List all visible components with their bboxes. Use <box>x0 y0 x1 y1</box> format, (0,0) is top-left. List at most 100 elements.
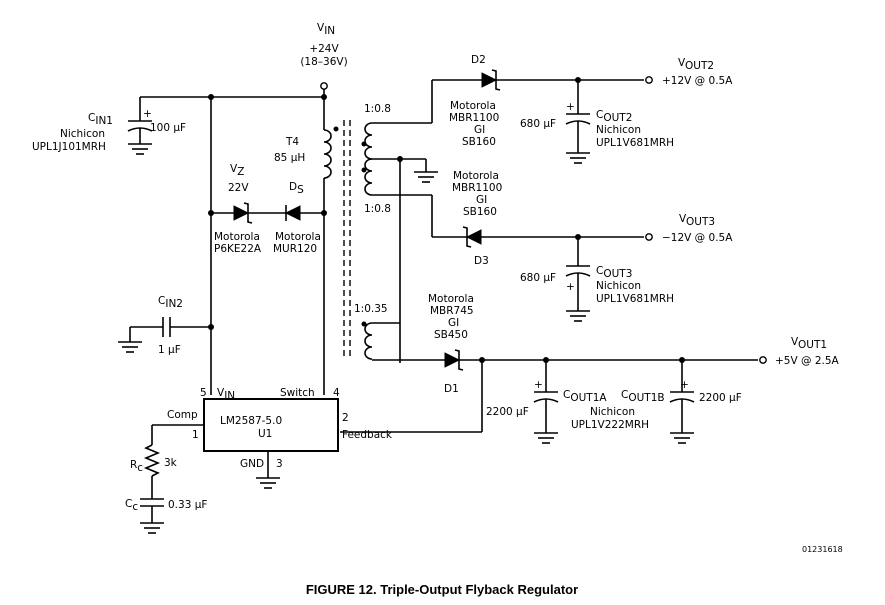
cout3-part: UPL1V681MRH <box>596 293 674 305</box>
vz-value: 22V <box>228 182 249 194</box>
d2-name: D2 <box>471 54 486 66</box>
cout1b-value: 2200 µF <box>699 392 742 404</box>
pin5-name: VIN <box>217 387 235 402</box>
vin-range: (18–36V) <box>300 56 347 68</box>
ratio-3: 1:0.35 <box>354 303 388 315</box>
vz-zener-diode <box>233 202 253 224</box>
d3-alt-part: SB160 <box>463 206 497 218</box>
cout3-mfr: Nichicon <box>596 280 641 292</box>
cout1b-plus: + <box>680 379 689 391</box>
cc-value: 0.33 µF <box>168 499 207 511</box>
t4-primary-coil <box>323 126 339 179</box>
vout2-name: VOUT2 <box>678 57 714 72</box>
cin2-value: 1 µF <box>158 344 181 356</box>
vin-value: +24V <box>309 43 339 55</box>
d3-name: D3 <box>474 255 489 267</box>
t4-name: T4 <box>285 136 299 148</box>
d2-alt-mfr: GI <box>474 124 485 136</box>
ratio-2: 1:0.8 <box>364 203 391 215</box>
cout2-value: 680 µF <box>520 118 556 130</box>
pin1-num: 1 <box>192 429 199 441</box>
d2-alt-part: SB160 <box>462 136 496 148</box>
comp-network <box>140 424 204 534</box>
cout3-value: 680 µF <box>520 272 556 284</box>
d3-schottky-diode <box>462 226 482 248</box>
cout1a-plus: + <box>534 379 543 391</box>
d1-mfr: Motorola <box>428 293 474 305</box>
d1-schottky-diode <box>444 349 464 371</box>
vin-terminal <box>320 82 328 90</box>
pin4-num: 4 <box>333 387 340 399</box>
ds-mfr: Motorola <box>275 231 321 243</box>
d3-mfr: Motorola <box>453 170 499 182</box>
vin-title: VIN <box>317 22 335 37</box>
cout1b-capacitor: + <box>669 360 695 444</box>
d1-part: MBR745 <box>430 305 474 317</box>
secondary-coils-12v <box>361 80 438 363</box>
cout1a-value: 2200 µF <box>486 406 529 418</box>
lm2587-ic <box>203 398 339 452</box>
ic-ground <box>256 451 280 489</box>
vout3-terminal <box>645 233 653 241</box>
cin1-mfr: Nichicon <box>60 128 105 140</box>
ds-part: MUR120 <box>273 243 317 255</box>
cout2-plus: + <box>566 101 575 113</box>
vz-part: P6KE22A <box>214 243 262 255</box>
rc-name: Rc <box>130 459 143 474</box>
input-wiring <box>140 87 327 395</box>
cout1a-capacitor: + <box>533 360 559 444</box>
cout1-mfr: Nichicon <box>590 406 635 418</box>
pin2-name: Feedback <box>342 429 393 441</box>
ic-ref: U1 <box>258 428 272 440</box>
d3-alt-mfr: GI <box>476 194 487 206</box>
d3-part: MBR1100 <box>452 182 502 194</box>
d2-part: MBR1100 <box>449 112 499 124</box>
secondary-coil-5v <box>361 321 445 361</box>
pin3-num: 3 <box>276 458 283 470</box>
cout2-mfr: Nichicon <box>596 124 641 136</box>
figure-caption: FIGURE 12. Triple-Output Flyback Regulat… <box>306 582 578 597</box>
vout1-value: +5V @ 2.5A <box>775 355 840 367</box>
cout2-capacitor: + <box>565 80 591 164</box>
cin1-plus: + <box>143 108 152 120</box>
cout3-name: COUT3 <box>596 265 632 280</box>
cout3-plus: + <box>566 281 575 293</box>
cout1-part: UPL1V222MRH <box>571 419 649 431</box>
cin1-name: CIN1 <box>88 112 113 127</box>
vout2-value: +12V @ 0.5A <box>662 75 733 87</box>
cout1b-name: COUT1B <box>621 389 665 404</box>
cout2-part: UPL1V681MRH <box>596 137 674 149</box>
cc-name: Cc <box>125 498 138 513</box>
d1-name: D1 <box>444 383 459 395</box>
transformer-core <box>343 120 351 360</box>
vout2-rail <box>432 77 644 83</box>
vout3-value: −12V @ 0.5A <box>662 232 733 244</box>
ds-diode <box>284 205 301 221</box>
pin5-num: 5 <box>200 387 207 399</box>
cout3-capacitor: + <box>565 237 591 322</box>
cin2-capacitor <box>118 317 171 353</box>
vout1-name: VOUT1 <box>791 336 827 351</box>
pin3-name: GND <box>240 458 264 470</box>
cin1-capacitor: + <box>127 97 153 155</box>
ds-name: DS <box>289 181 304 196</box>
cin1-part: UPL1J101MRH <box>32 141 106 153</box>
ic-part: LM2587-5.0 <box>220 415 282 427</box>
cout2-name: COUT2 <box>596 109 632 124</box>
vout3-name: VOUT3 <box>679 213 715 228</box>
d1-alt-part: SB450 <box>434 329 468 341</box>
pin4-name: Switch <box>280 387 315 399</box>
cout1a-name: COUT1A <box>563 389 607 404</box>
pin1-name: Comp <box>167 409 198 421</box>
vout1-rail <box>340 357 758 433</box>
cin2-name: CIN2 <box>158 295 183 310</box>
vout2-terminal <box>645 76 653 84</box>
d1-alt-mfr: GI <box>448 317 459 329</box>
vout3-rail <box>432 234 644 240</box>
rc-value: 3k <box>164 457 178 469</box>
cin1-value: 100 µF <box>150 122 186 134</box>
vout1-terminal <box>759 356 767 364</box>
d2-schottky-diode <box>481 69 501 91</box>
d2-mfr: Motorola <box>450 100 496 112</box>
